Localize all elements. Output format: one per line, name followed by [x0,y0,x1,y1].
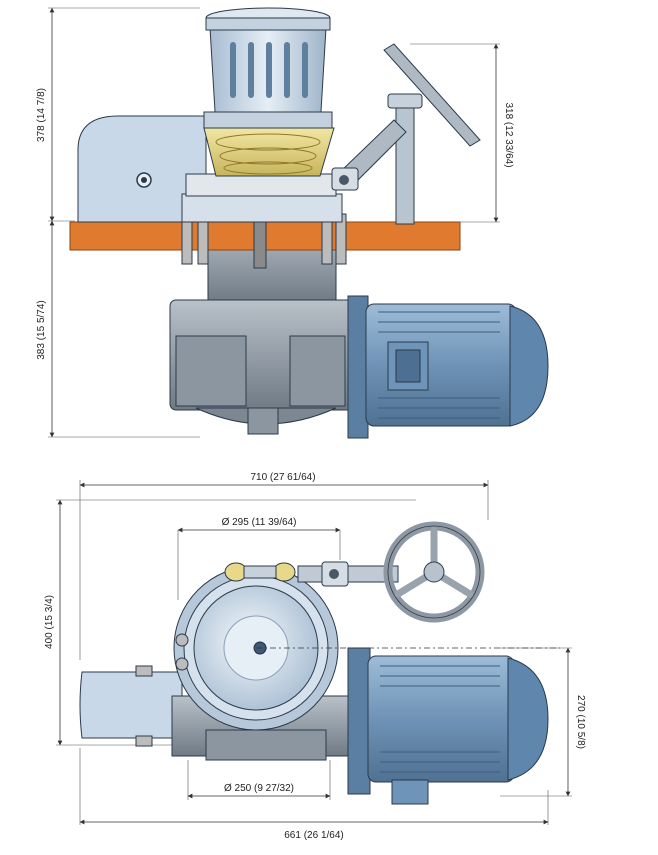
motor-body-plan [367,655,515,783]
motor-flange-plan [347,647,371,795]
motor-endcap [509,305,549,427]
dim-below-deck: 383 (15 5/74) [36,300,47,360]
dim-overall-width: 710 (27 61/64) [250,472,315,483]
handwheel [383,521,485,623]
dim-base-width: 661 (26 1/64) [284,830,344,841]
side-view: 378 (14 7/8) 383 (15 5/74) 318 (12 33/64… [36,7,549,439]
dim-top-height: 378 (14 7/8) [36,88,47,142]
manual-handle [331,43,481,225]
deck-bolts [181,213,347,269]
chain-pipe-plan [79,671,183,739]
dim-drum-diameter: Ø 295 (11 39/64) [222,517,297,528]
gypsy [203,127,335,177]
dim-motor-height: 270 (10 5/8) [575,695,586,749]
dim-plan-depth: 400 (15 3/4) [44,595,55,649]
base-ring [181,193,343,223]
dim-handle-height: 318 (12 33/64) [503,102,514,167]
plan-view: 710 (27 61/64) Ø 295 (11 39/64) Ø 250 (9… [44,472,586,841]
terminal-box-plan [391,779,429,805]
motor-flange [347,295,369,439]
dim-base-diameter: Ø 250 (9 27/32) [224,783,294,794]
chain-pipe-cover [77,115,207,223]
